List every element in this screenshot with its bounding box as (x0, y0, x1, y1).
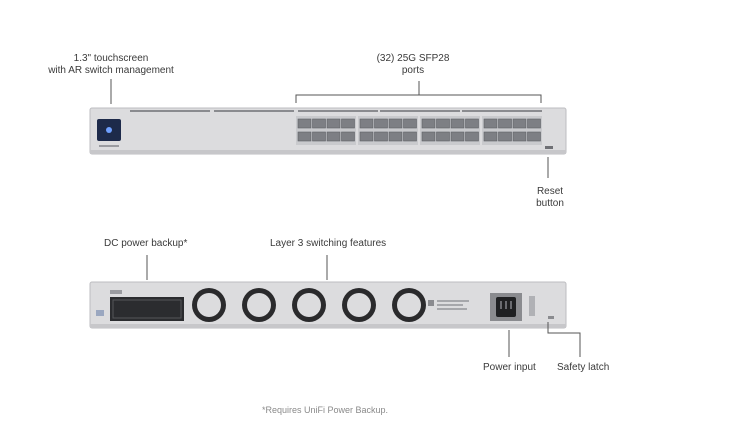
power-input-label: Power input (483, 362, 536, 373)
dc-power-backup-connector (110, 297, 184, 321)
fan-hub (247, 293, 271, 317)
sfp28-port (450, 118, 465, 129)
fan-row (192, 288, 426, 322)
sfp28-port (498, 118, 512, 129)
sfp28-port (498, 131, 512, 142)
sfp28-port (341, 131, 355, 142)
sfp28-port (297, 118, 312, 129)
vent-strip (214, 110, 294, 112)
footnote: *Requires UniFi Power Backup. (262, 405, 389, 415)
safety-latch (529, 296, 535, 316)
sfp28-port (483, 118, 498, 129)
sfp28-port (312, 118, 326, 129)
sfp-ports-label: (32) 25G SFP28 ports (368, 53, 458, 77)
sfp28-port (483, 131, 498, 142)
reset-label-line1: Reset (536, 186, 564, 197)
sfp28-port (374, 131, 388, 142)
sfp-ports-label-line1: (32) 25G SFP28 (376, 53, 450, 64)
back-chassis-lip (90, 324, 566, 328)
sfp28-port (388, 118, 403, 129)
vent-strip (380, 110, 460, 112)
front-callouts (110, 79, 549, 178)
sfp28-port (512, 131, 527, 142)
sfp-bracket-line (295, 94, 542, 103)
touchscreen-glow (106, 127, 112, 133)
fan-hub (197, 293, 221, 317)
dc-connector-label (110, 290, 122, 294)
sfp28-port (374, 118, 388, 129)
sfp28-port (512, 118, 527, 129)
vent-strip (462, 110, 542, 112)
sfp28-port (359, 118, 374, 129)
sfp28-port (436, 131, 450, 142)
sfp28-port (527, 118, 541, 129)
sfp28-port (359, 131, 374, 142)
sfp28-port (403, 131, 417, 142)
sfp28-port (421, 118, 436, 129)
latch-screw (548, 316, 554, 319)
touchscreen-label-line1: 1.3" touchscreen (73, 53, 149, 64)
ground-sticker (96, 310, 104, 316)
safety-latch-label: Safety latch (557, 362, 610, 373)
dc-power-backup-label: DC power backup* (104, 238, 188, 249)
back-panel (89, 281, 567, 329)
dc-connector-pins (112, 299, 182, 319)
touchscreen-label-line2: with AR switch management (48, 65, 174, 76)
fan-hub (347, 293, 371, 317)
sfp28-port (527, 131, 541, 142)
back-callouts (146, 255, 581, 357)
sfp-ports-label-line2: ports (401, 65, 425, 76)
sfp28-port (436, 118, 450, 129)
vent-strip (298, 110, 378, 112)
touchscreen-label: 1.3" touchscreen with AR switch manageme… (45, 53, 177, 77)
sfp28-port-grid (296, 116, 542, 145)
sfp28-port (421, 131, 436, 142)
safety-latch-callout-line (547, 322, 581, 357)
sfp28-port (465, 131, 479, 142)
front-chassis-lip (90, 150, 566, 154)
sfp28-port (388, 131, 403, 142)
front-panel (89, 107, 567, 155)
sfp28-port (403, 118, 417, 129)
sfp28-port (326, 131, 341, 142)
sfp28-port (326, 118, 341, 129)
brand-icon (428, 300, 434, 306)
fan-hub (397, 293, 421, 317)
vent-strip (130, 110, 210, 112)
layer3-features-label: Layer 3 switching features (270, 238, 387, 249)
sfp28-port (465, 118, 479, 129)
logo-mark (99, 145, 119, 147)
sfp28-port (312, 131, 326, 142)
reset-label-line2: button (536, 198, 564, 209)
reset-button-label: Reset button (530, 186, 570, 210)
sfp28-port (450, 131, 465, 142)
reset-button (545, 146, 553, 149)
sfp28-port (297, 131, 312, 142)
sfp28-port (341, 118, 355, 129)
fan-hub (297, 293, 321, 317)
